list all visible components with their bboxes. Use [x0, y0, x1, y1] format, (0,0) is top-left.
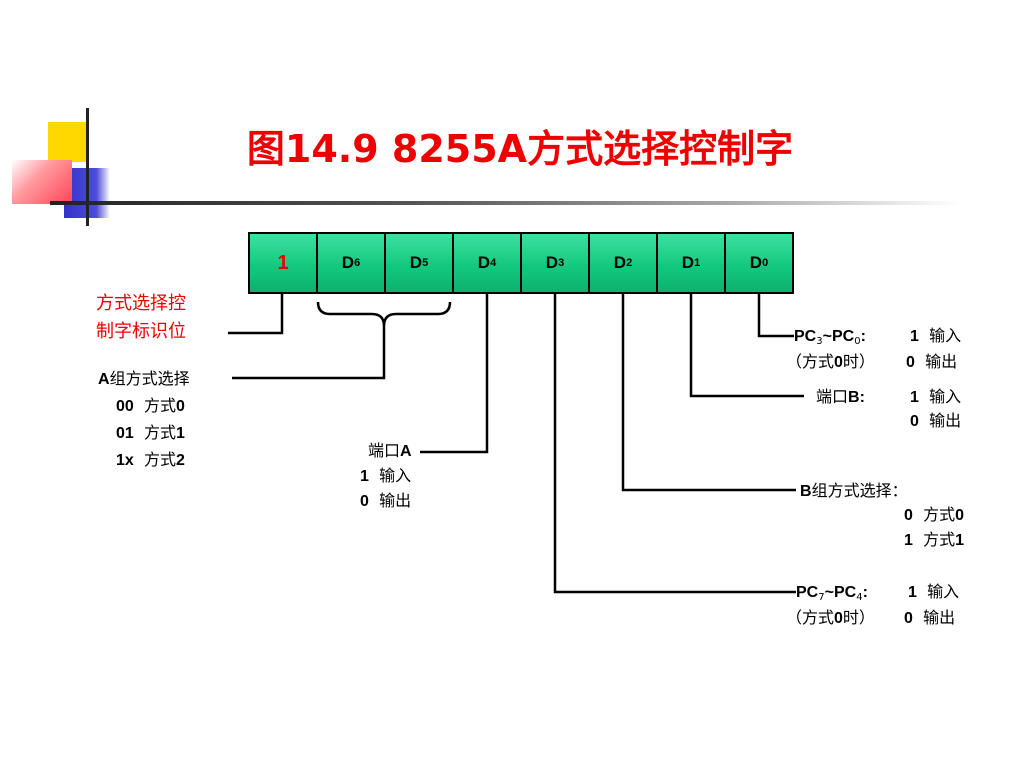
line-d4: [420, 294, 489, 454]
line-d0: [757, 294, 794, 338]
pc-low-note: （方式0时）: [786, 352, 875, 371]
pc-high-opt1: 1 输入: [908, 582, 960, 601]
pc-high-note: （方式0时）: [786, 608, 875, 627]
group-a-mode-row-1: 01 方式1: [116, 423, 185, 442]
deco-vertical-line: [86, 108, 89, 226]
line-flag: [228, 294, 284, 335]
port-b-title: 端口B:: [816, 387, 865, 406]
flag-label: 方式选择控 制字标识位: [96, 290, 186, 346]
brace-d6-d5: [316, 301, 452, 327]
group-a-mode-label: A组方式选择 00 方式0 01 方式1 1x 方式2: [98, 366, 190, 474]
port-a-opt1: 1 输入: [360, 466, 412, 485]
deco-red-square: [12, 160, 72, 204]
group-a-mode-title: A组方式选择: [98, 369, 190, 388]
group-b-mode-row-1: 1 方式1: [904, 530, 964, 549]
bit-cell-7: 1: [250, 234, 318, 292]
port-b-opt1: 1 输入: [910, 387, 962, 406]
port-a-label: 端口A 1 输入 0 输出: [360, 439, 412, 514]
group-a-mode-row-2: 1x 方式2: [116, 450, 185, 469]
page-title: 图14.9 8255A方式选择控制字: [246, 127, 794, 171]
deco-yellow-square: [48, 122, 88, 162]
group-b-mode-row-0: 0 方式0: [904, 505, 964, 524]
group-a-mode-row-0: 00 方式0: [116, 396, 185, 415]
group-b-mode-title: B组方式选择：: [800, 481, 908, 500]
deco-horizontal-line: [50, 201, 960, 205]
line-d2: [621, 294, 796, 492]
port-a-title: 端口A: [368, 441, 412, 460]
line-d1: [689, 294, 804, 398]
port-a-opt0: 0 输出: [360, 491, 412, 510]
line-group-a: [232, 326, 386, 380]
pc-high-opt0: 0 输出: [904, 608, 956, 627]
pc-low-label: PC3~PC0:: [794, 328, 866, 347]
flag-label-line1: 方式选择控: [96, 293, 186, 314]
port-b-opt0: 0 输出: [910, 411, 962, 430]
pc-high-label: PC7~PC4:: [796, 584, 868, 603]
line-d3: [553, 294, 796, 594]
pc-low-opt1: 1 输入: [910, 326, 962, 345]
pc-low-opt0: 0 输出: [906, 352, 958, 371]
flag-label-line2: 制字标识位: [96, 321, 186, 342]
